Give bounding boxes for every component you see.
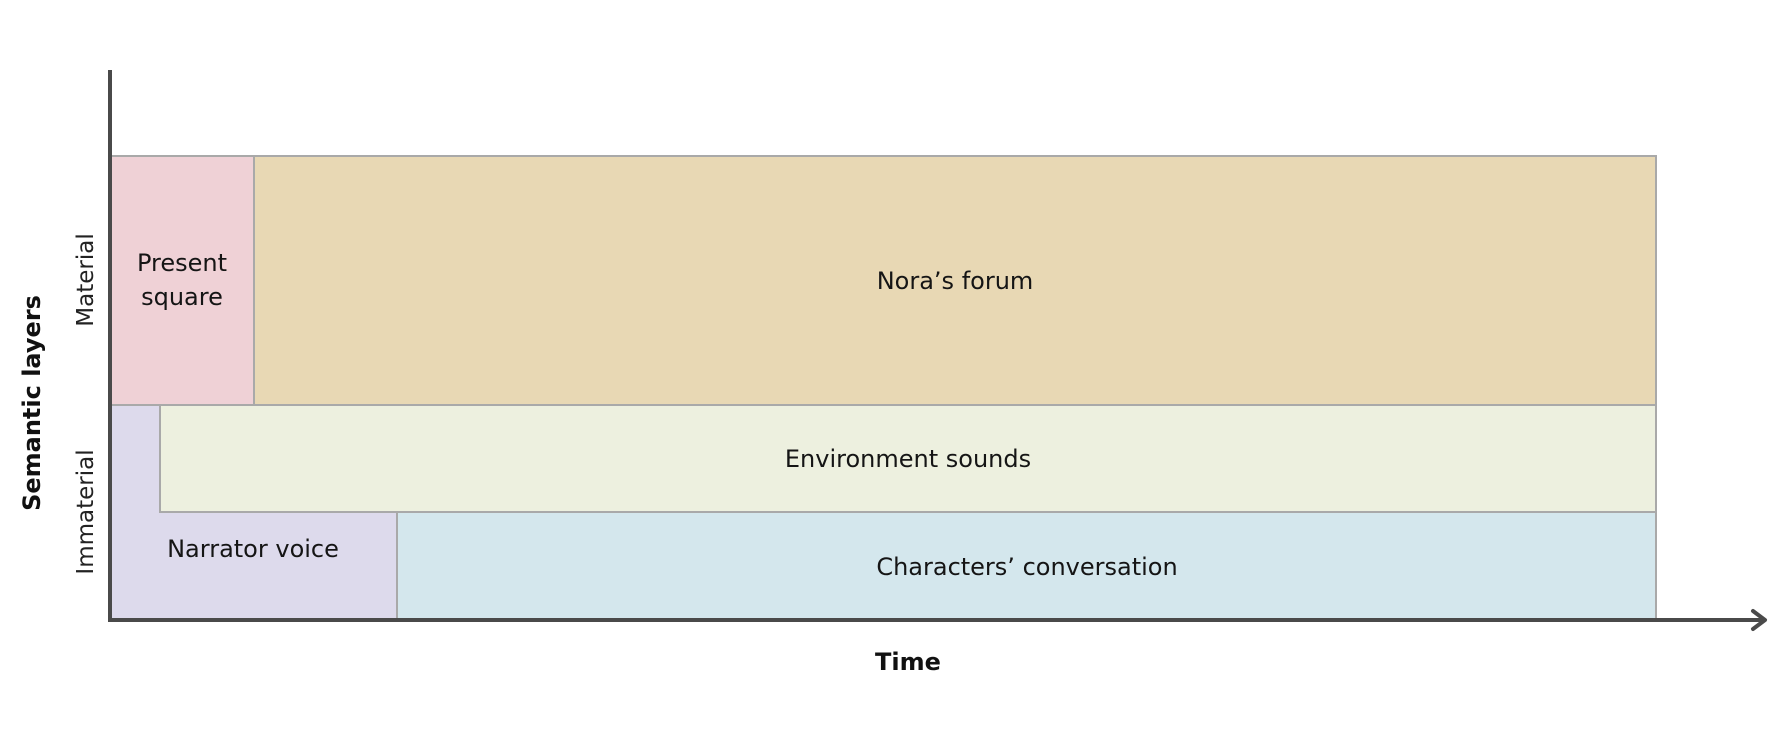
characters-conversation-block <box>396 511 1657 621</box>
x-axis-title: Time <box>875 648 941 676</box>
x-axis-arrowhead <box>1751 609 1767 631</box>
present-square-block <box>109 155 255 406</box>
immaterial-layer-label: Immaterial <box>73 449 99 574</box>
present-square-label-line2: square <box>141 283 223 311</box>
environment-sounds-label: Environment sounds <box>785 445 1031 473</box>
y-axis-title: Semantic layers <box>18 295 46 511</box>
noras-forum-label: Nora’s forum <box>877 267 1034 295</box>
narrator-voice-label: Narrator voice <box>167 535 339 563</box>
characters-conversation-label: Characters’ conversation <box>876 553 1177 581</box>
environment-sounds-block <box>159 404 1657 513</box>
noras-forum-block <box>253 155 1657 406</box>
material-layer-label: Material <box>73 233 99 326</box>
present-square-label-line1: Present <box>137 249 227 277</box>
